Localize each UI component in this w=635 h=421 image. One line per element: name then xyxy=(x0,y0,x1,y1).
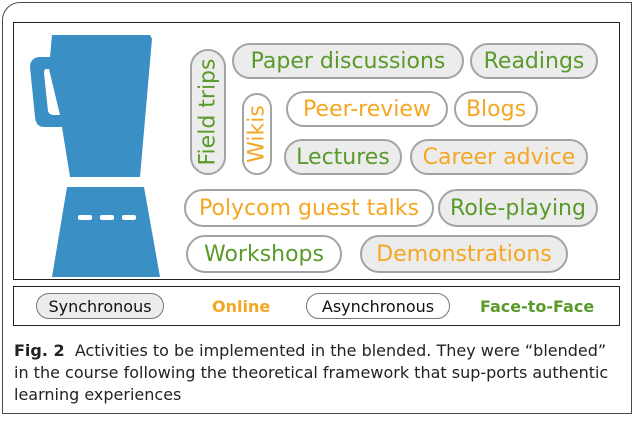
activity-role-playing: Role-playing xyxy=(438,189,598,227)
blender-icon xyxy=(30,35,160,277)
blender-dash-3 xyxy=(122,215,136,220)
activity-wikis: Wikis xyxy=(244,105,270,163)
activity-polycom-guest-talks: Polycom guest talks xyxy=(184,189,434,227)
legend: Synchronous Online Asynchronous Face-to-… xyxy=(13,286,620,326)
activity-career-advice: Career advice xyxy=(410,139,588,175)
legend-face-to-face: Face-to-Face xyxy=(480,297,595,316)
activity-blogs: Blogs xyxy=(454,91,538,127)
blender-dash-2 xyxy=(100,215,114,220)
activity-readings: Readings xyxy=(470,43,598,79)
diagram-panel: Field trips Wikis Paper discussions Read… xyxy=(13,22,620,280)
activity-lectures: Lectures xyxy=(284,139,402,175)
activity-workshops: Workshops xyxy=(186,235,342,273)
caption-text: Activities to be implemented in the blen… xyxy=(14,341,609,404)
activity-wikis-pill xyxy=(242,93,272,175)
activity-field-trips: Field trips xyxy=(195,58,221,166)
figure-frame xyxy=(2,2,632,414)
figure-caption: Fig. 2 Activities to be implemented in t… xyxy=(14,340,614,406)
activity-demonstrations: Demonstrations xyxy=(360,235,568,273)
activity-peer-review: Peer-review xyxy=(286,91,448,127)
legend-online: Online xyxy=(212,297,271,316)
caption-label: Fig. 2 xyxy=(14,341,65,360)
activity-field-trips-pill xyxy=(190,49,226,175)
blender-jar xyxy=(30,35,152,177)
legend-asynchronous: Asynchronous xyxy=(306,293,450,319)
activity-paper-discussions: Paper discussions xyxy=(232,43,464,79)
legend-synchronous: Synchronous xyxy=(36,293,164,319)
blender-base xyxy=(52,187,160,277)
blender-dash-1 xyxy=(78,215,92,220)
